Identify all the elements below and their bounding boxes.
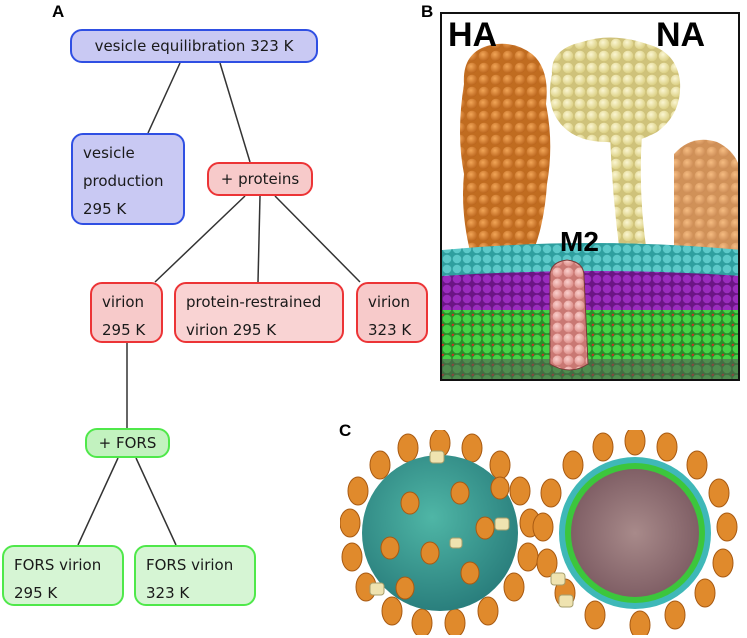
left-envelope [362, 455, 518, 611]
node-plus-fors-label: + FORS [98, 434, 157, 452]
panel-b-membrane-render: HA NA M2 [440, 12, 740, 381]
node-protein-restrained-line2: virion 295 K [186, 321, 277, 339]
node-protein-restrained: protein-restrained virion 295 K [174, 282, 344, 343]
edge-proteins-virion-323 [274, 195, 361, 283]
node-fors-virion-323: FORS virion 323 K [134, 545, 256, 606]
node-fors-virion-323-line1: FORS virion [146, 556, 234, 574]
node-virion-323: virion 323 K [356, 282, 428, 343]
membrane-protein-illustration [442, 37, 738, 379]
membrane-purple-layer [442, 271, 738, 314]
virion-surface-view [340, 430, 541, 635]
node-vesicle-equilibration: vesicle equilibration 323 K [70, 29, 318, 63]
node-vesicle-equilibration-label: vesicle equilibration 323 K [94, 37, 294, 55]
na-stalk [610, 134, 647, 254]
edge-root-proteins [219, 62, 251, 163]
edge-fors-fors295 [77, 457, 119, 546]
edge-proteins-virion-295 [154, 195, 246, 283]
node-virion-295-line2: 295 K [102, 321, 146, 339]
panel-label-a: A [52, 2, 65, 21]
node-virion-323-line1: virion [368, 293, 411, 311]
node-virion-323-line2: 323 K [368, 321, 412, 339]
right-na-spikes [550, 572, 574, 608]
ha-trimer [460, 43, 551, 259]
right-interior [571, 469, 699, 597]
node-fors-virion-295-line1: FORS virion [14, 556, 102, 574]
m2-channel [549, 259, 589, 371]
node-vesicle-production-line2: production [83, 172, 164, 190]
node-fors-virion-323-line2: 323 K [146, 584, 190, 602]
node-fors-virion-295: FORS virion 295 K [2, 545, 124, 606]
panel-label-c: C [339, 421, 352, 440]
edge-root-vesicle-production [147, 62, 181, 134]
node-vesicle-production-line1: vesicle [83, 144, 135, 162]
na-head [549, 37, 681, 143]
flowchart-edges [77, 62, 361, 546]
label-m2: M2 [560, 226, 599, 257]
node-plus-fors: + FORS [85, 428, 170, 458]
left-spikes [340, 430, 541, 635]
label-ha: HA [448, 16, 498, 54]
panel-c-virion-renders [340, 430, 738, 635]
node-virion-295-line1: virion [102, 293, 145, 311]
membrane-bottom-shadow [442, 359, 738, 379]
left-na-spikes [369, 450, 510, 596]
node-protein-restrained-line1: protein-restrained [186, 293, 322, 311]
node-fors-virion-295-line2: 295 K [14, 584, 58, 602]
edge-proteins-restrained [257, 195, 261, 283]
label-na: NA [656, 16, 706, 54]
node-virion-295: virion 295 K [90, 282, 163, 343]
node-vesicle-production: vesicle production 295 K [71, 133, 185, 225]
panel-label-b: B [421, 2, 434, 21]
edge-fors-fors323 [135, 457, 177, 546]
left-surface-spikes [380, 476, 510, 600]
virion-cross-section [532, 430, 738, 635]
node-plus-proteins-label: + proteins [220, 170, 300, 188]
node-vesicle-production-line3: 295 K [83, 200, 127, 218]
node-plus-proteins: + proteins [207, 162, 313, 196]
